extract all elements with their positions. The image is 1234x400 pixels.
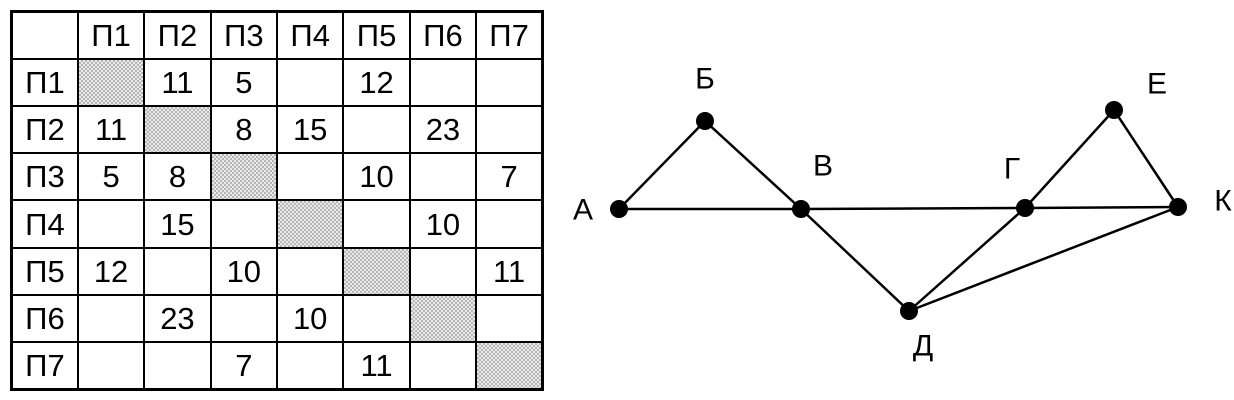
weight-cell	[76, 199, 146, 249]
weight-cell: 8	[209, 105, 279, 155]
graph-edge	[1024, 205, 1179, 210]
weight-cell	[275, 246, 345, 296]
diagonal-cell	[209, 152, 279, 202]
graph-node	[900, 302, 918, 320]
diagonal-cell	[76, 58, 146, 108]
weight-cell: 11	[342, 340, 411, 391]
weight-cell: 12	[342, 58, 411, 108]
graph-edge	[908, 207, 1026, 312]
column-header: П4	[275, 10, 345, 61]
weight-cell	[76, 293, 146, 343]
table-row: П4 15 10	[10, 199, 544, 249]
weight-cell	[275, 58, 345, 108]
weight-cell	[475, 58, 544, 108]
graph-node-label: Г	[1004, 153, 1020, 186]
graph-node	[792, 200, 810, 218]
weight-cell: 10	[275, 293, 345, 343]
graph-edge	[800, 208, 910, 312]
weight-cell: 11	[76, 105, 146, 155]
weight-cell	[475, 199, 544, 249]
column-header: П1	[76, 10, 146, 61]
weight-cell	[408, 152, 478, 202]
row-header: П1	[10, 58, 79, 108]
graph-node-label: Е	[1147, 68, 1167, 101]
weight-cell: 12	[76, 246, 146, 296]
column-header: П5	[342, 10, 411, 61]
weight-cell	[475, 105, 544, 155]
weight-cell: 7	[209, 340, 279, 391]
row-header: П4	[10, 199, 79, 249]
weight-cell: 5	[76, 152, 146, 202]
column-header: П7	[475, 10, 544, 61]
weight-cell	[408, 246, 478, 296]
row-header: П3	[10, 152, 79, 202]
graph-edge	[618, 120, 706, 210]
graph-node-label: Д	[913, 330, 933, 363]
graph-node-label: В	[813, 150, 833, 183]
graph-node-label: К	[1214, 185, 1232, 218]
row-header: П7	[10, 340, 79, 391]
row-header: П2	[10, 105, 79, 155]
weight-cell: 7	[475, 152, 544, 202]
weight-cell: 23	[143, 293, 212, 343]
weight-cell: 10	[342, 152, 411, 202]
weight-cell	[275, 152, 345, 202]
weight-cell: 8	[143, 152, 212, 202]
row-header: П6	[10, 293, 79, 343]
graph-node	[1105, 101, 1123, 119]
column-header: П2	[143, 10, 212, 61]
weight-cell	[408, 340, 478, 391]
weight-cell: 11	[143, 58, 212, 108]
column-header: П3	[209, 10, 279, 61]
weight-cell	[143, 246, 212, 296]
graph-node	[610, 200, 628, 218]
diagonal-cell	[475, 340, 544, 391]
weight-cell: 10	[209, 246, 279, 296]
row-header: П5	[10, 246, 79, 296]
diagonal-cell	[143, 105, 212, 155]
corner-cell	[10, 10, 79, 61]
weight-cell	[76, 340, 146, 391]
table-row: П7 7 11	[10, 340, 544, 391]
weight-cell: 15	[143, 199, 212, 249]
weight-cell	[475, 293, 544, 343]
graph-node-label: Б	[695, 63, 715, 96]
weight-cell: 11	[475, 246, 544, 296]
weight-cell	[209, 199, 279, 249]
graph-edge	[1112, 109, 1180, 208]
graph-edge	[908, 205, 1179, 313]
weight-cell	[408, 58, 478, 108]
graph-node	[1016, 199, 1034, 217]
weight-cell	[342, 105, 411, 155]
graph-node	[696, 112, 714, 130]
graph-edge	[704, 120, 802, 210]
graph-node	[1169, 198, 1187, 216]
weight-cell	[342, 293, 411, 343]
weight-cell	[143, 340, 212, 391]
graph-edge	[800, 206, 1026, 211]
weight-cell: 15	[275, 105, 345, 155]
weight-cell: 23	[408, 105, 478, 155]
diagonal-cell	[342, 246, 411, 296]
table-row: П6 23 10	[10, 293, 544, 343]
graph-edge	[1024, 109, 1115, 209]
weight-cell: 5	[209, 58, 279, 108]
weight-cell: 10	[408, 199, 478, 249]
graph-node-label: А	[573, 194, 593, 227]
weight-cell	[209, 293, 279, 343]
diagonal-cell	[408, 293, 478, 343]
weight-cell	[342, 199, 411, 249]
weight-cell	[275, 340, 345, 391]
diagonal-cell	[275, 199, 345, 249]
column-header: П6	[408, 10, 478, 61]
